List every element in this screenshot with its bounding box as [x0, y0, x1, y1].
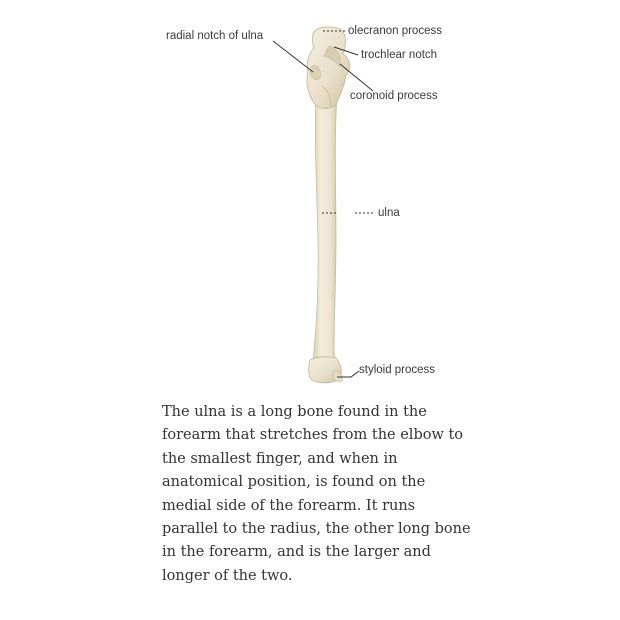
ulna-proximal-head	[306, 26, 350, 109]
caption-text: The ulna is a long bone found in the for…	[162, 404, 471, 584]
styloid-tip	[332, 369, 343, 382]
label-olecranon-process: olecranon process	[348, 25, 442, 37]
leader-styloid	[337, 370, 360, 378]
radial-notch-shape	[309, 65, 321, 80]
leader-radial-notch	[272, 40, 314, 73]
label-trochlear-notch: trochlear notch	[361, 49, 438, 61]
label-styloid-process: styloid process	[359, 364, 436, 376]
leader-trochlear	[333, 46, 359, 56]
leader-lines	[272, 30, 375, 378]
label-radial-notch-of-ulna: radial notch of ulna	[166, 30, 264, 42]
label-ulna: ulna	[378, 207, 400, 219]
leader-coronoid	[339, 63, 374, 92]
label-coronoid-process: coronoid process	[350, 90, 438, 102]
trochlear-notch-shape	[323, 45, 341, 67]
ulna-shaft	[311, 95, 339, 379]
coronoid-ridge	[321, 85, 331, 107]
